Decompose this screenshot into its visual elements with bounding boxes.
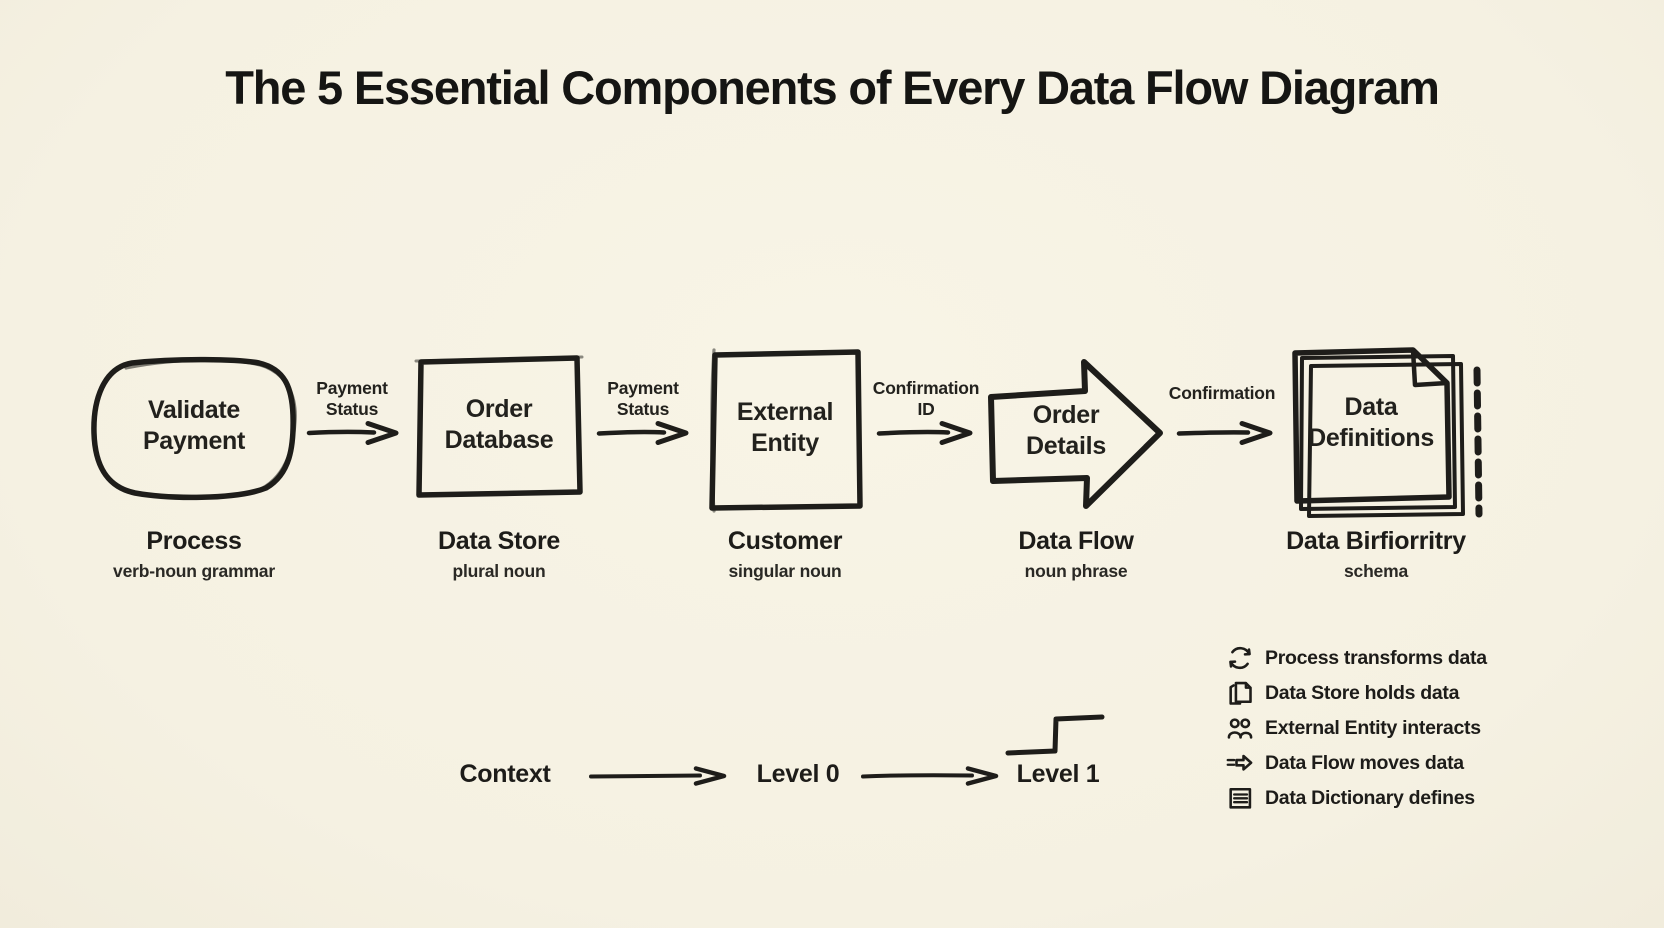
levels-arrow-2-icon	[860, 766, 1002, 786]
connector-3-label: Confirmation ID	[872, 378, 980, 419]
kind-label-data-flow: Data Flow	[1018, 527, 1134, 555]
process-node: Validate Payment	[86, 354, 302, 504]
connector-4-label: Confirmation	[1168, 383, 1276, 403]
flow-word-level-0: Level 0	[756, 760, 840, 788]
connector-3-arrow-icon	[876, 420, 974, 446]
data-dictionary-node-text: Data Definitions	[1308, 393, 1434, 452]
rounded-rectangle-shape	[91, 356, 297, 501]
sub-label-process: verb-noun grammar	[113, 561, 275, 581]
external-entity-node: External Entity	[704, 346, 866, 516]
legend-text-data-store: Data Store holds data	[1265, 681, 1460, 704]
data-store-node-text: Order Database	[444, 395, 554, 454]
legend-text-external-entity: External Entity interacts	[1265, 716, 1481, 739]
cycle-icon	[1229, 646, 1251, 670]
pages-icon	[1229, 681, 1252, 705]
connector-2-arrow-icon	[596, 420, 690, 446]
legend-row-process: Process transforms data	[1226, 644, 1487, 672]
data-dictionary-node: Data Definitions	[1286, 346, 1488, 522]
flow-word-level-1: Level 1	[1016, 760, 1100, 788]
legend-text-data-flow: Data Flow moves data	[1265, 751, 1464, 774]
legend: Process transforms data Data Store holds…	[1226, 644, 1487, 812]
thick-arrow-shape	[988, 359, 1163, 509]
staircase-icon	[1004, 706, 1108, 758]
legend-text-dictionary: Data Dictionary defines	[1265, 786, 1475, 809]
document-stack-shape	[1292, 347, 1483, 518]
legend-row-data-flow: Data Flow moves data	[1226, 749, 1487, 777]
data-flow-node: Order Details	[984, 352, 1168, 516]
legend-row-dictionary: Data Dictionary defines	[1226, 784, 1487, 812]
legend-text-process: Process transforms data	[1265, 646, 1487, 669]
kind-label-dictionary: Data Birfiorritry	[1286, 527, 1466, 555]
connector-1-label: Payment Status	[316, 378, 388, 419]
square-shape	[709, 348, 863, 513]
sub-label-dictionary: schema	[1344, 561, 1408, 581]
process-node-text: Validate Payment	[142, 396, 246, 455]
kind-label-data-store: Data Store	[437, 527, 561, 555]
kind-label-process: Process	[146, 527, 242, 555]
connector-1-arrow-icon	[306, 420, 400, 446]
square-shape	[414, 355, 584, 498]
kind-label-customer: Customer	[727, 527, 843, 555]
sub-label-data-flow: noun phrase	[1024, 561, 1128, 581]
sub-label-customer: singular noun	[728, 561, 842, 581]
page-title: The 5 Essential Components of Every Data…	[225, 61, 1440, 114]
legend-row-data-store: Data Store holds data	[1226, 679, 1487, 707]
people-icon	[1227, 718, 1253, 739]
flow-arrow-icon	[1226, 754, 1253, 771]
flow-word-context: Context	[459, 760, 551, 788]
lined-document-icon	[1229, 787, 1252, 809]
connector-4-arrow-icon	[1176, 420, 1274, 446]
connector-2-label: Payment Status	[607, 378, 679, 419]
data-flow-node-text: Order Details	[1026, 401, 1106, 460]
levels-arrow-1-icon	[588, 766, 730, 786]
data-store-node: Order Database	[412, 352, 586, 502]
external-entity-node-text: External Entity	[736, 398, 834, 457]
sub-label-data-store: plural noun	[452, 561, 546, 581]
legend-row-external-entity: External Entity interacts	[1226, 714, 1487, 742]
